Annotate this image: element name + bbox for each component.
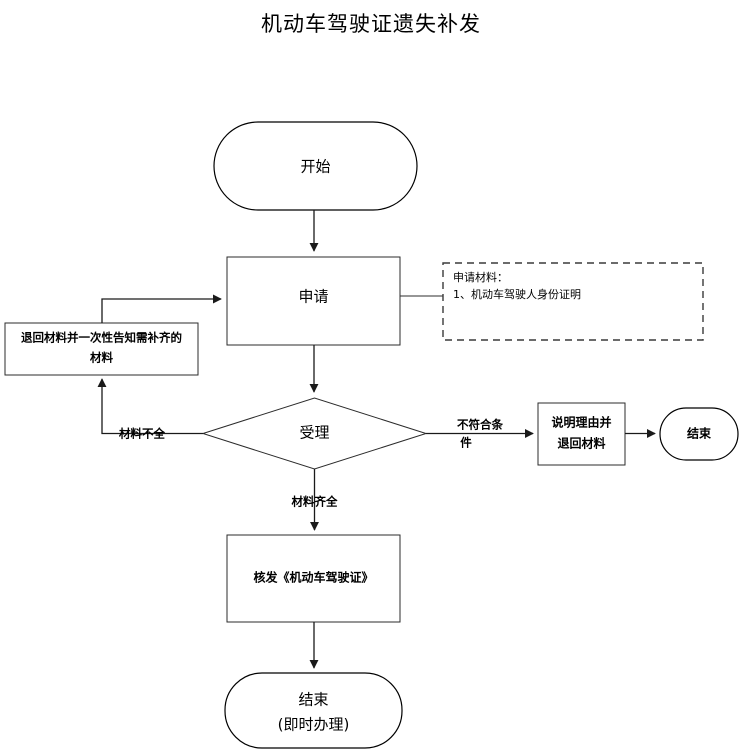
node-start-label: 开始 [300,158,330,176]
edge-accept-to-return [97,378,203,435]
page-title: 机动车驾驶证遗失补发 [261,12,481,36]
node-explain-return-label-line1: 说明理由并 [551,415,611,430]
node-return-materials-label-line2: 材料 [90,351,113,365]
node-end-bottom-shape [224,672,403,749]
node-return-materials-shape [4,322,199,376]
node-end-bottom-label-line2: (即时办理) [278,716,350,734]
edge-label-not-qualified-line2: 件 [460,436,472,450]
node-apply-label: 申请 [298,288,328,306]
node-end-bottom-label-line1: 结束 [298,691,328,709]
edge-label-incomplete: 材料不全 [119,427,165,441]
node-start-shape [213,121,418,211]
edge-return-to-apply [101,294,222,323]
note-title: 申请材料： [453,270,508,284]
node-apply-shape [226,256,401,346]
edge-label-complete: 材料齐全 [292,495,338,509]
node-explain-return-shape [537,402,626,466]
note-box-shape [442,262,704,341]
edge-label-not-qualified-line1: 不符合条 [457,418,503,432]
node-end-right-label: 结束 [687,426,712,441]
node-end-right-shape [659,407,739,461]
node-issue-license-label: 核发《机动车驾驶证》 [253,570,373,585]
node-explain-return-label-line2: 退回材料 [557,436,605,451]
node-accept-label: 受理 [299,424,329,442]
note-item-1: 1、机动车驾驶人身份证明 [453,287,581,301]
node-return-materials-label-line1: 退回材料并一次性告知需补齐的 [21,331,182,345]
